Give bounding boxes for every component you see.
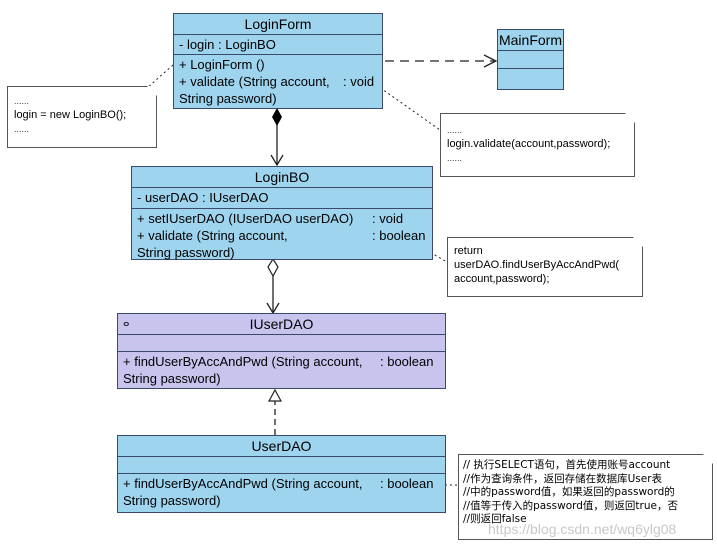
attributes-section: - userDAO : IUserDAO [132, 187, 432, 208]
operation-continuation: String password) [179, 91, 277, 106]
operation-continuation: String password) [123, 493, 221, 508]
operation-continuation: String password) [123, 371, 221, 386]
dependency-arrowhead [483, 54, 498, 68]
operation: + LoginForm () [179, 57, 265, 72]
note-line: //则返回false [463, 513, 527, 525]
class-userdao[interactable]: UserDAO + findUserByAccAndPwd (String ac… [117, 435, 446, 513]
aggregation-diamond [267, 257, 279, 278]
operations-section: + setIUserDAO (IUserDAO userDAO): void +… [132, 208, 432, 261]
operation: + findUserByAccAndPwd (String account,: … [123, 476, 434, 491]
attributes-section [118, 334, 445, 351]
operations-section: + findUserByAccAndPwd (String account,: … [118, 473, 445, 509]
note-text: login.validate(account,password); [447, 138, 611, 150]
note-anchor-line [371, 81, 441, 131]
class-loginbo[interactable]: LoginBO - userDAO : IUserDAO + setIUserD… [131, 166, 433, 260]
note-login-validate: ...... login.validate(account,password);… [440, 113, 635, 177]
operation: + setIUserDAO (IUserDAO userDAO): void [137, 211, 404, 226]
note-anchor-line [399, 234, 448, 263]
class-name: LoginForm [244, 16, 312, 32]
composition-diamond [272, 108, 282, 126]
interface-name: IUserDAO [249, 316, 314, 332]
note-sql-comment: // 执行SELECT语句，首先使用账号account //作为查询条件，返回存… [458, 454, 713, 540]
composition-arrowhead [270, 154, 284, 167]
operations-section: + findUserByAccAndPwd (String account,: … [118, 351, 445, 387]
note-line: //作为查询条件，返回存储在数据库User表 [463, 472, 663, 485]
note-line: userDAO.findUserByAccAndPwd( [454, 259, 620, 271]
class-mainform[interactable]: MainForm [497, 29, 564, 90]
operation-continuation: String password) [137, 245, 235, 260]
attribute: - userDAO : IUserDAO [137, 190, 269, 205]
note-line: return [454, 245, 483, 257]
note-login-new: ...... login = new LoginBO(); ...... [7, 86, 157, 148]
operation: + findUserByAccAndPwd (String account,: … [123, 354, 434, 369]
operation: + validate (String account,: void [179, 74, 375, 89]
class-name: MainForm [498, 32, 562, 48]
class-name: UserDAO [251, 438, 312, 454]
attributes-section [498, 50, 563, 68]
note-return-find: return userDAO.findUserByAccAndPwd( acco… [447, 237, 643, 297]
note-line: account,password); [454, 273, 550, 285]
operation: + validate (String account,: boolean [137, 228, 426, 243]
class-loginform[interactable]: LoginForm - login : LoginBO + LoginForm … [173, 13, 383, 109]
operations-section: + LoginForm () + validate (String accoun… [174, 54, 382, 107]
note-line: // 执行SELECT语句，首先使用账号account [463, 459, 671, 471]
note-line: //中的password值，如果返回的password的 [463, 486, 675, 498]
note-text: login = new LoginBO(); [14, 109, 127, 121]
note-anchor-line [146, 64, 174, 89]
interface-icon: ⴰ [123, 318, 130, 329]
attributes-section: - login : LoginBO [174, 34, 382, 54]
note-line: //值等于传入的password值，则返回true，否 [463, 499, 678, 512]
watermark: https://blog.csdn.net/wq6ylg08 [488, 521, 677, 537]
operations-section [498, 68, 563, 88]
attribute: - login : LoginBO [179, 37, 276, 52]
class-name: LoginBO [254, 169, 310, 185]
realization-arrowhead [267, 388, 283, 402]
attributes-section [118, 456, 445, 473]
interface-iuserdao[interactable]: ⴰ IUserDAO + findUserByAccAndPwd (String… [117, 313, 446, 389]
